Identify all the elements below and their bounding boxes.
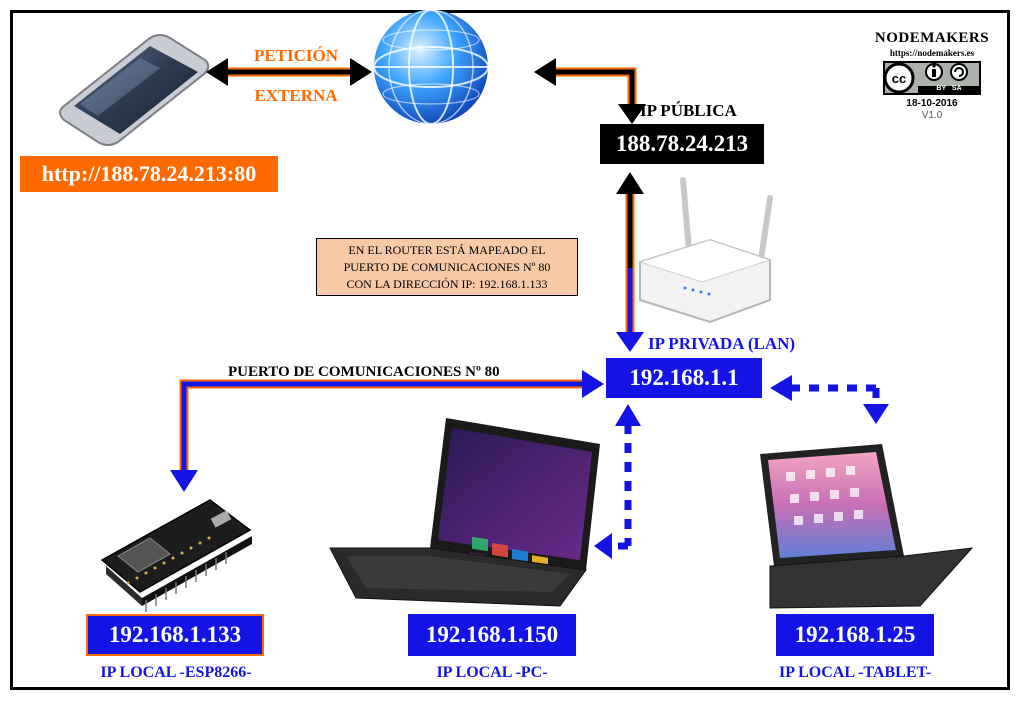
svg-text:cc: cc	[892, 71, 906, 86]
diagram-frame	[10, 10, 1010, 690]
router-mapping-note: EN EL ROUTER ESTÁ MAPEADO EL PUERTO DE C…	[316, 238, 578, 296]
private-ip: 192.168.1.1	[606, 358, 762, 398]
globe-icon	[373, 9, 489, 125]
brand-date: 18-10-2016	[906, 98, 958, 109]
globe-public-arrow	[534, 58, 646, 124]
tablet-ip: 192.168.1.25	[776, 614, 934, 656]
router-public-arrow	[616, 172, 644, 352]
private-ip-label: IP PRIVADA (LAN)	[648, 334, 796, 353]
port-forward-arrow	[170, 370, 604, 492]
cc-license-icon: cc	[883, 61, 981, 95]
brand-url: https://nodemakers.es	[889, 48, 975, 58]
license-text: BY SA	[936, 85, 962, 92]
esp8266-label: IP LOCAL -ESP8266-	[100, 664, 252, 681]
pc-label: IP LOCAL -PC-	[436, 664, 548, 681]
request-label-line1: PETICIÓN	[253, 46, 339, 65]
note-line: PUERTO DE COMUNICACIONES Nº 80	[343, 260, 551, 274]
brand-version: V1.0	[921, 110, 943, 121]
tablet-icon	[760, 444, 974, 609]
nodemcu-icon	[100, 499, 252, 612]
request-label-line2: EXTERNA	[254, 86, 338, 105]
external-url: http://188.78.24.213:80	[20, 156, 278, 192]
router-icon	[638, 177, 773, 324]
note-line: EN EL ROUTER ESTÁ MAPEADO EL	[348, 243, 546, 257]
smartphone-icon	[59, 34, 210, 146]
pc-dotted-arrow	[594, 404, 641, 559]
tablet-label: IP LOCAL -TABLET-	[778, 664, 932, 681]
public-ip: 188.78.24.213	[600, 124, 764, 164]
tablet-dotted-arrow	[770, 375, 889, 424]
public-ip-label: IP PÚBLICA	[640, 101, 737, 120]
note-line: CON LA DIRECCIÓN IP: 192.168.1.133	[346, 277, 548, 291]
brand-name: NODEMAKERS	[874, 30, 990, 46]
pc-ip: 192.168.1.150	[408, 614, 576, 656]
port-label: PUERTO DE COMUNICACIONES Nº 80	[228, 364, 500, 380]
esp8266-ip: 192.168.1.133	[86, 614, 264, 656]
laptop-icon	[329, 418, 600, 607]
request-arrow	[206, 58, 372, 86]
